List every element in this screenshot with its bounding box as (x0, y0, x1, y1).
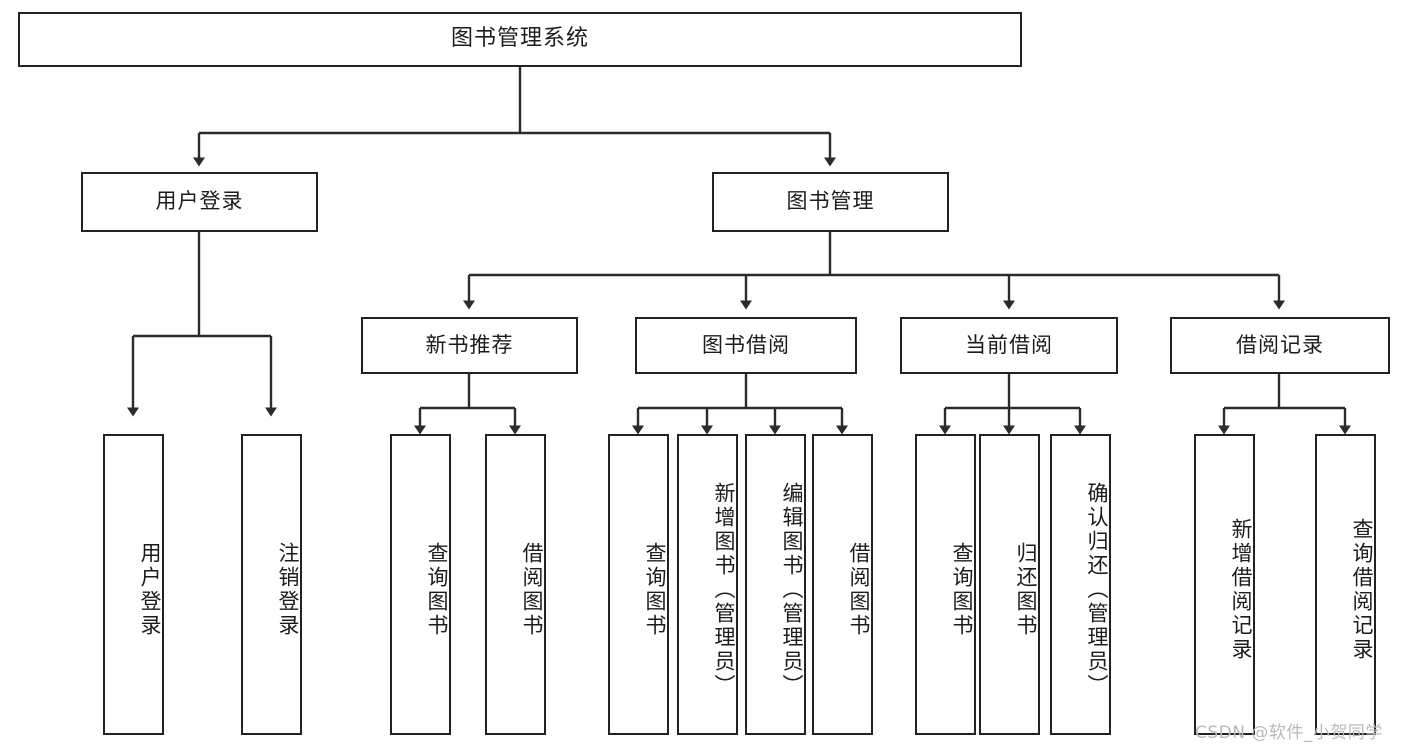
node-label: 确认归还（管理员） (1085, 481, 1109, 698)
node-label: 图书管理系统 (450, 26, 589, 52)
node-label: 注销登录 (276, 541, 300, 638)
node-label: 新增借阅记录 (1229, 517, 1253, 662)
csdn-watermark: CSDN @软件_小贺同学 (1195, 723, 1383, 743)
node-label: 用户登录 (138, 541, 162, 638)
node-label: 当前借阅 (965, 332, 1053, 357)
leaf-current-return-book[interactable]: 归还图书 (979, 434, 1040, 735)
leaf-record-add-record[interactable]: 新增借阅记录 (1194, 434, 1255, 735)
node-label: 借阅图书 (847, 541, 871, 638)
leaf-borrow-query-book[interactable]: 查询图书 (608, 434, 669, 735)
node-label: 新书推荐 (425, 332, 514, 357)
leaf-borrow-borrow-book[interactable]: 借阅图书 (812, 434, 873, 735)
node-label: 编辑图书（管理员） (780, 481, 804, 698)
node-label: 图书管理 (786, 189, 875, 214)
node-label: 图书借阅 (702, 332, 790, 357)
node-label: 用户登录 (155, 189, 244, 214)
leaf-user-login[interactable]: 用户登录 (103, 434, 164, 735)
leaf-newbook-borrow-book[interactable]: 借阅图书 (485, 434, 546, 735)
node-label: 查询图书 (950, 541, 974, 638)
node-label: 新增图书（管理员） (712, 481, 736, 698)
node-label: 查询借阅记录 (1350, 517, 1374, 662)
node-new-book-recommend[interactable]: 新书推荐 (361, 317, 578, 374)
node-current-borrow[interactable]: 当前借阅 (900, 317, 1118, 374)
leaf-current-query-book[interactable]: 查询图书 (915, 434, 976, 735)
node-borrow-record[interactable]: 借阅记录 (1170, 317, 1390, 374)
node-book-management[interactable]: 图书管理 (712, 172, 949, 232)
node-book-borrow[interactable]: 图书借阅 (635, 317, 857, 374)
leaf-user-logout[interactable]: 注销登录 (241, 434, 302, 735)
leaf-current-confirm-return-admin[interactable]: 确认归还（管理员） (1050, 434, 1111, 735)
node-label: 借阅记录 (1236, 332, 1324, 357)
leaf-borrow-edit-book-admin[interactable]: 编辑图书（管理员） (745, 434, 806, 735)
node-label: 归还图书 (1014, 541, 1038, 638)
node-label: 查询图书 (643, 541, 667, 638)
leaf-borrow-add-book-admin[interactable]: 新增图书（管理员） (677, 434, 738, 735)
leaf-newbook-query-book[interactable]: 查询图书 (390, 434, 451, 735)
node-user-login[interactable]: 用户登录 (81, 172, 318, 232)
node-label: 查询图书 (425, 541, 449, 638)
node-root-system[interactable]: 图书管理系统 (18, 12, 1022, 67)
node-label: 借阅图书 (520, 541, 544, 638)
leaf-record-query-record[interactable]: 查询借阅记录 (1315, 434, 1376, 735)
